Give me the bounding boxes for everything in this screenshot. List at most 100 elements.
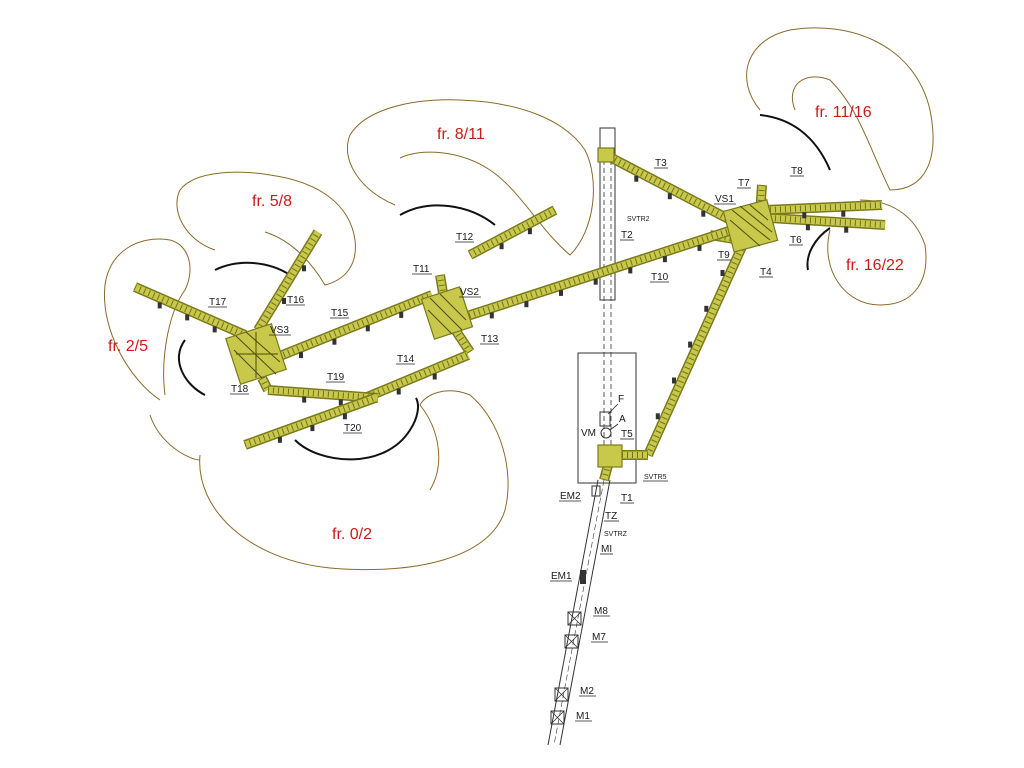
conveyor-t17-support — [157, 302, 162, 309]
conveyor-t17-support — [185, 314, 190, 321]
label-t3: T3 — [655, 158, 667, 169]
conveyor-t14-support — [396, 388, 401, 395]
stockpile-outlines — [103, 27, 934, 571]
conveyor-t4 — [644, 238, 749, 457]
label-t19: T19 — [327, 372, 345, 383]
machine-m8 — [567, 611, 582, 626]
conveyor-t17-rollers — [133, 284, 247, 338]
feeder-f — [599, 411, 611, 427]
wall-16-22 — [806, 227, 831, 271]
label-t10: T10 — [651, 272, 669, 283]
stockpile-outline-5-8 — [176, 171, 356, 286]
stockpile-outline-0-2 — [199, 390, 509, 571]
conveyor-t18 — [258, 376, 272, 392]
machine-m8-cross-b — [567, 611, 582, 626]
label-t16: T16 — [287, 295, 305, 306]
conveyor-t10-support — [662, 256, 667, 263]
conveyor-t6 — [769, 214, 886, 229]
conveyor-t12-support — [499, 243, 504, 250]
label-vs2: VS2 — [460, 287, 479, 298]
conveyor-t3-support — [701, 210, 706, 217]
conveyor-t8-support — [841, 210, 846, 217]
label-tz: TZ — [605, 511, 617, 522]
label-f: F — [618, 394, 624, 405]
conveyor-t13-rollers — [447, 320, 473, 354]
label-t11: T11 — [413, 264, 430, 275]
label-t13: T13 — [481, 334, 499, 345]
label-t7: T7 — [738, 178, 750, 189]
label-f-leader — [607, 403, 619, 415]
conveyor-t10-support — [559, 289, 563, 296]
label-em2: EM2 — [560, 491, 581, 502]
label-vs1: VS1 — [715, 194, 734, 205]
label-t2: T2 — [621, 230, 633, 241]
emergency-em1 — [580, 570, 586, 584]
conveyor-t4-support — [704, 305, 709, 312]
label-vs3: VS3 — [270, 325, 289, 336]
label-mi: MI — [601, 544, 612, 555]
stockpile-outline-2-5 — [103, 238, 201, 461]
label-t12: T12 — [456, 232, 474, 243]
machine-m2-cross-b — [554, 687, 569, 702]
conveyor-t8 — [764, 201, 883, 214]
label-m7: M7 — [592, 632, 606, 643]
label-em1: EM1 — [551, 571, 572, 582]
machine-m7 — [564, 634, 579, 649]
fraction-label-16-22: fr. 16/22 — [846, 257, 904, 274]
wall-8-11 — [399, 204, 496, 226]
conveyor-t19-support — [302, 396, 307, 403]
fraction-label-11-16: fr. 11/16 — [815, 104, 872, 121]
fraction-labels: fr. 11/16 fr. 8/11 fr. 5/8 fr. 16/22 fr.… — [108, 104, 904, 543]
conveyor-t19-rollers — [267, 387, 379, 401]
conveyor-t3-rollers — [604, 152, 742, 228]
conveyor-t16-rollers — [255, 230, 321, 332]
conveyor-t20-support — [277, 436, 282, 443]
crusher-vm — [600, 427, 612, 439]
conveyor-t14-support — [432, 373, 437, 380]
label-t17: T17 — [209, 297, 227, 308]
wall-5-8 — [214, 261, 291, 276]
conveyor-t20-support — [310, 425, 315, 432]
station-vs1 — [722, 199, 779, 253]
conveyor-t20-support — [342, 413, 347, 420]
label-svtr2: SVTR2 — [627, 216, 650, 223]
label-a: A — [619, 414, 626, 425]
conveyor-t19-support — [338, 399, 343, 406]
machine-m2 — [554, 687, 569, 702]
label-t9: T9 — [718, 250, 730, 261]
conveyor-t10-rollers — [454, 227, 733, 323]
wall-2-5 — [178, 339, 206, 396]
crusher-building — [577, 352, 637, 484]
conveyor-t4-support — [672, 377, 676, 384]
machine-m1 — [550, 710, 565, 725]
machine-m7-cross-b — [564, 634, 579, 649]
label-m8: M8 — [594, 606, 608, 617]
transfer-stations — [225, 147, 779, 468]
equipment-labels: T3 T7 T8 VS1 T6 T2 SVTR2 T9 T4 T10 T12 T… — [208, 158, 804, 722]
label-m2: M2 — [580, 686, 594, 697]
conveyor-t3-support — [634, 175, 639, 182]
emergency-em2 — [591, 485, 601, 497]
conveyor-t12-rollers — [468, 207, 557, 258]
machine-m1-cross-b — [550, 710, 565, 725]
stockpile-outline-16-22 — [827, 199, 927, 306]
label-t14: T14 — [397, 354, 415, 365]
wall-0-2 — [294, 397, 419, 461]
conveyor-t20-rollers — [243, 395, 377, 448]
structures — [547, 127, 637, 746]
label-svtr5: SVTR5 — [644, 474, 667, 481]
label-t15: T15 — [331, 308, 349, 319]
conveyor-t16-support — [302, 265, 306, 272]
label-t18: T18 — [231, 384, 249, 395]
retaining-walls — [178, 114, 831, 461]
conveyor-t15-support — [299, 352, 303, 359]
station-t3-head — [597, 147, 615, 163]
conveyor-t15-support — [399, 311, 404, 318]
conveyor-t15-support — [332, 338, 337, 345]
conveyor-t15-support — [365, 325, 370, 332]
conveyor-t16-support — [282, 298, 286, 304]
conveyor-t4-support — [655, 413, 660, 420]
label-t5: T5 — [621, 429, 633, 440]
conveyor-t3-support — [667, 193, 672, 200]
